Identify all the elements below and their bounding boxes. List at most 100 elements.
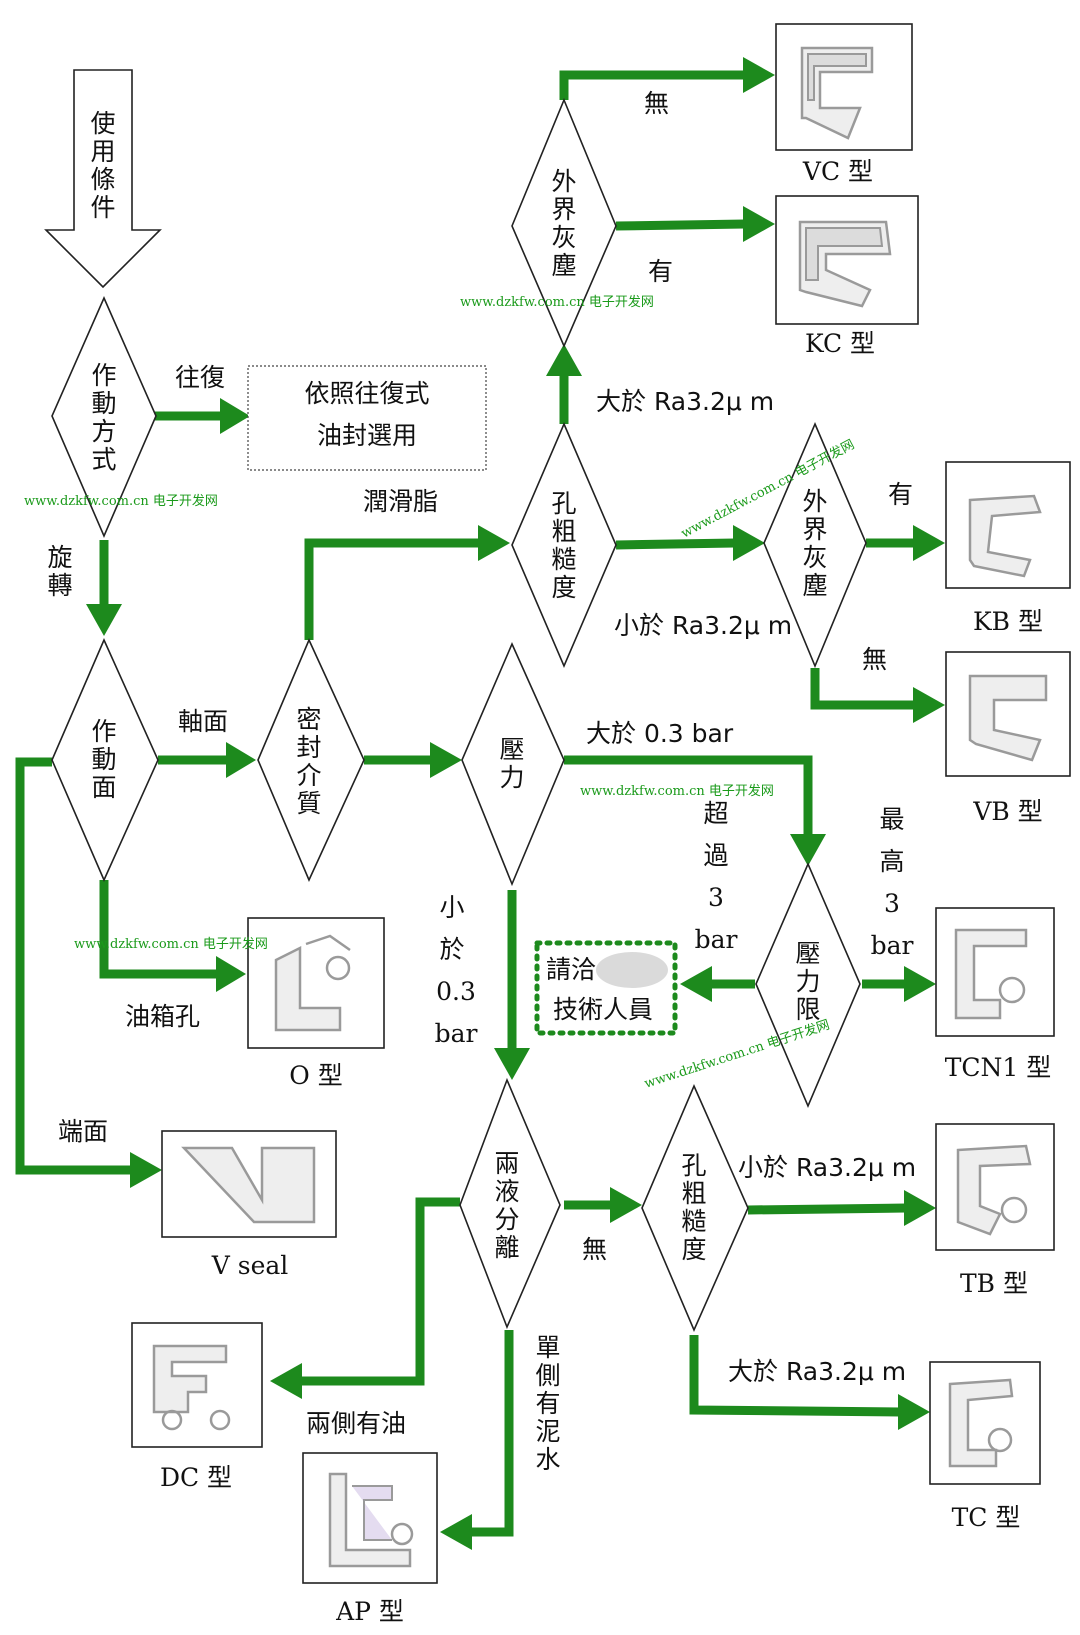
svg-text:介: 介 xyxy=(296,761,321,790)
seal-o: O 型 xyxy=(247,917,385,1090)
start-char-3: 條 xyxy=(90,165,115,194)
svg-text:動: 動 xyxy=(91,389,116,418)
svg-text:端面: 端面 xyxy=(58,1117,108,1146)
reciprocating-box: 依照往復式 油封選用 xyxy=(247,365,487,471)
svg-text:側: 側 xyxy=(535,1361,560,1390)
start-char-2: 用 xyxy=(90,137,115,166)
svg-text:依照往復式: 依照往復式 xyxy=(304,379,429,408)
edge-labels: 往復 旋 轉 軸面 油箱孔 端面 潤滑脂 大於 Ra3.2μ m 小於 Ra3.… xyxy=(47,89,916,1474)
seal-vb: VB 型 xyxy=(945,651,1071,826)
svg-text:界: 界 xyxy=(802,515,827,544)
start-arrow: 使 用 條 件 xyxy=(44,69,162,289)
svg-text:力: 力 xyxy=(499,763,524,792)
svg-text:兩側有油: 兩側有油 xyxy=(306,1409,406,1438)
svg-text:塵: 塵 xyxy=(551,251,576,280)
seal-tb: TB 型 xyxy=(935,1123,1055,1298)
svg-text:灰: 灰 xyxy=(551,223,576,252)
svg-text:孔: 孔 xyxy=(551,489,576,518)
svg-text:有: 有 xyxy=(648,257,673,286)
svg-text:過: 過 xyxy=(703,841,728,870)
svg-text:無: 無 xyxy=(644,89,669,118)
svg-text:作: 作 xyxy=(91,361,116,390)
svg-text:油封選用: 油封選用 xyxy=(317,421,417,450)
svg-text:粗: 粗 xyxy=(681,1179,706,1208)
svg-text:糙: 糙 xyxy=(681,1207,706,1236)
seal-tc: TC 型 xyxy=(929,1361,1041,1532)
seal-ap-label: AP 型 xyxy=(335,1597,404,1626)
svg-text:大於 0.3 bar: 大於 0.3 bar xyxy=(586,719,734,748)
decision-pressure-limit: 壓 力 限 xyxy=(755,861,861,1109)
seal-v: V seal xyxy=(161,1130,337,1280)
svg-text:bar: bar xyxy=(695,925,738,954)
seal-kc-label: KC 型 xyxy=(805,329,875,358)
decision-motion: 作 動 方 式 xyxy=(51,296,157,539)
svg-text:轉: 轉 xyxy=(47,571,72,600)
svg-text:最: 最 xyxy=(879,805,904,834)
svg-text:大於 Ra3.2μ m: 大於 Ra3.2μ m xyxy=(596,387,774,416)
decision-medium: 密 封 介 質 xyxy=(257,638,365,882)
svg-text:無: 無 xyxy=(582,1235,607,1264)
v-seal-icon xyxy=(181,1146,316,1224)
svg-text:分: 分 xyxy=(494,1205,519,1234)
svg-text:式: 式 xyxy=(91,445,116,474)
svg-text:3: 3 xyxy=(884,889,900,918)
svg-text:灰: 灰 xyxy=(802,543,827,572)
svg-text:壓: 壓 xyxy=(499,735,524,764)
svg-text:大於 Ra3.2μ m: 大於 Ra3.2μ m xyxy=(728,1357,906,1386)
svg-text:外: 外 xyxy=(551,167,576,196)
watermark-4: www.dzkfw.com.cn 电子开发网 xyxy=(580,783,774,799)
svg-text:高: 高 xyxy=(879,847,904,876)
watermark-2: www.dzkfw.com.cn 电子开发网 xyxy=(24,493,218,509)
svg-text:質: 質 xyxy=(296,789,321,818)
decision-surface: 作 動 面 xyxy=(51,638,159,882)
seal-dc-label: DC 型 xyxy=(160,1463,232,1492)
tcn1-seal-icon xyxy=(954,928,1028,1020)
tc-seal-icon xyxy=(948,1378,1014,1468)
svg-text:往復: 往復 xyxy=(175,363,225,392)
blur-mask xyxy=(596,952,668,988)
seal-kc: KC 型 xyxy=(775,195,919,358)
o-seal-icon xyxy=(274,945,342,1032)
seal-tcn1: TCN1 型 xyxy=(935,907,1055,1082)
svg-text:糙: 糙 xyxy=(551,545,576,574)
seal-vb-label: VB 型 xyxy=(972,797,1042,826)
svg-text:單: 單 xyxy=(535,1333,560,1362)
seal-kb: KB 型 xyxy=(945,461,1071,636)
svg-text:粗: 粗 xyxy=(551,517,576,546)
svg-text:塵: 塵 xyxy=(802,571,827,600)
svg-text:於: 於 xyxy=(439,935,464,964)
svg-text:界: 界 xyxy=(551,195,576,224)
seal-tb-label: TB 型 xyxy=(960,1269,1028,1298)
seal-vc: VC 型 xyxy=(775,23,913,186)
svg-text:旋: 旋 xyxy=(47,543,72,572)
svg-text:油箱孔: 油箱孔 xyxy=(125,1002,200,1031)
svg-text:0.3: 0.3 xyxy=(436,977,476,1006)
tb-seal-icon xyxy=(956,1144,1032,1236)
svg-text:方: 方 xyxy=(91,417,116,446)
decision-roughness-bottom: 孔 粗 糙 度 xyxy=(641,1083,749,1333)
svg-text:軸面: 軸面 xyxy=(178,707,228,736)
svg-text:限: 限 xyxy=(795,995,820,1024)
svg-text:外: 外 xyxy=(802,487,827,516)
seal-tc-label: TC 型 xyxy=(952,1503,1021,1532)
decision-dust-top: 外 界 灰 塵 xyxy=(511,97,617,349)
svg-text:度: 度 xyxy=(681,1235,706,1264)
decision-dust-right: 外 界 灰 塵 xyxy=(763,421,867,669)
svg-text:動: 動 xyxy=(91,745,116,774)
svg-text:有: 有 xyxy=(888,480,913,509)
svg-text:兩: 兩 xyxy=(494,1149,519,1178)
svg-text:小於 Ra3.2μ m: 小於 Ra3.2μ m xyxy=(738,1153,916,1182)
svg-text:液: 液 xyxy=(494,1177,519,1206)
seal-kb-label: KB 型 xyxy=(973,607,1043,636)
svg-text:潤滑脂: 潤滑脂 xyxy=(363,487,438,516)
start-char-4: 件 xyxy=(90,193,115,222)
svg-text:3: 3 xyxy=(708,883,724,912)
svg-text:小於 Ra3.2μ m: 小於 Ra3.2μ m xyxy=(614,611,792,640)
svg-text:度: 度 xyxy=(551,573,576,602)
svg-text:bar: bar xyxy=(435,1019,478,1048)
seal-v-label: V seal xyxy=(211,1251,289,1280)
start-char-1: 使 xyxy=(90,109,115,138)
arrows xyxy=(15,57,945,1550)
svg-text:小: 小 xyxy=(439,893,464,922)
seal-tcn1-label: TCN1 型 xyxy=(945,1053,1052,1082)
